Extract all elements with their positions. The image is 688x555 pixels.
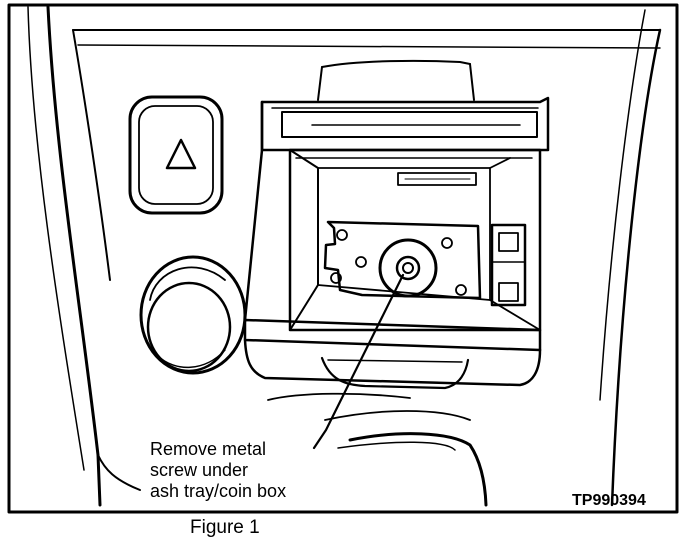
mounting-bracket <box>323 220 482 300</box>
ash-tray-coin-box <box>243 100 542 390</box>
callout-leader-line <box>312 273 405 450</box>
border-box <box>7 3 679 514</box>
callout-line-1: Remove metal <box>150 439 266 459</box>
callout-line-2: screw under <box>150 460 248 480</box>
console-right-edge <box>610 28 662 507</box>
metal-screw <box>402 262 414 274</box>
hazard-button <box>128 95 224 215</box>
side-switch-pod <box>490 223 527 307</box>
tray-recess <box>260 59 550 152</box>
figure-caption: Figure 1 <box>190 517 260 538</box>
console-left-edge <box>46 5 102 507</box>
figure-id: TP990394 <box>572 492 646 509</box>
hazard-triangle-icon <box>165 138 197 170</box>
lighter-knob <box>139 255 247 375</box>
shift-console-lines <box>267 392 411 401</box>
callout-line-3: ash tray/coin box <box>150 481 286 501</box>
